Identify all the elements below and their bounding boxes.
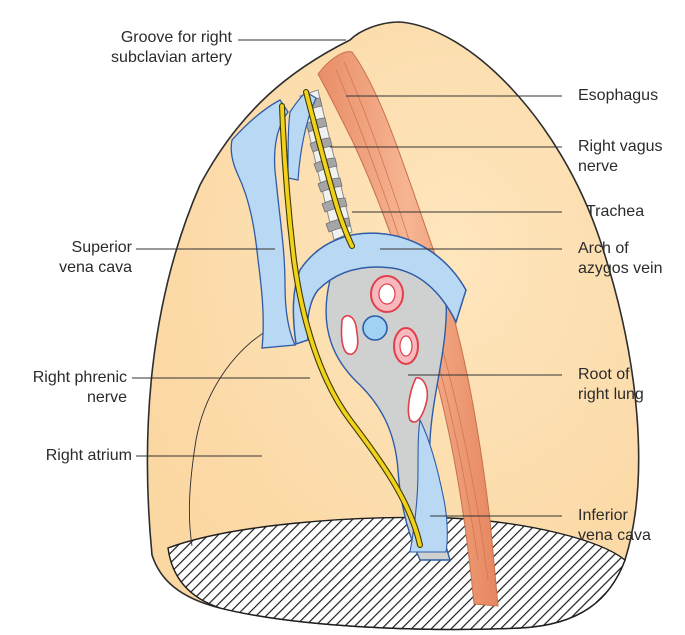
label-superior-vena-cava: Superior vena cava [20, 238, 132, 278]
label-right-vagus-nerve: Right vagus nerve [578, 137, 663, 177]
label-esophagus-text: Esophagus [578, 86, 658, 106]
label-trachea-text: Trachea [586, 202, 644, 222]
label-groove-subclavian: Groove for right subclavian artery [40, 28, 232, 68]
label-vagus-line1: Right vagus [578, 137, 663, 157]
label-inferior-vena-cava: Inferior vena cava [578, 506, 651, 546]
label-root-line2: right lung [578, 385, 644, 405]
label-ivc-line1: Inferior [578, 506, 651, 526]
label-root-right-lung: Root of right lung [578, 365, 644, 405]
label-phrenic-line2: nerve [2, 388, 127, 408]
label-svc-line2: vena cava [20, 258, 132, 278]
label-root-line1: Root of [578, 365, 644, 385]
label-right-phrenic-nerve: Right phrenic nerve [2, 368, 127, 408]
label-trachea: Trachea [586, 202, 644, 222]
label-groove-line2: subclavian artery [40, 48, 232, 68]
label-arch-line2: azygos vein [578, 259, 663, 279]
label-arch-line1: Arch of [578, 239, 663, 259]
label-atrium-text: Right atrium [2, 446, 132, 466]
label-ivc-line2: vena cava [578, 526, 651, 546]
label-right-atrium: Right atrium [2, 446, 132, 466]
diaphragmatic-surface [168, 517, 625, 629]
label-arch-azygos: Arch of azygos vein [578, 239, 663, 279]
label-svc-line1: Superior [20, 238, 132, 258]
label-esophagus: Esophagus [578, 86, 658, 106]
label-groove-line1: Groove for right [40, 28, 232, 48]
label-vagus-line2: nerve [578, 157, 663, 177]
label-phrenic-line1: Right phrenic [2, 368, 127, 388]
